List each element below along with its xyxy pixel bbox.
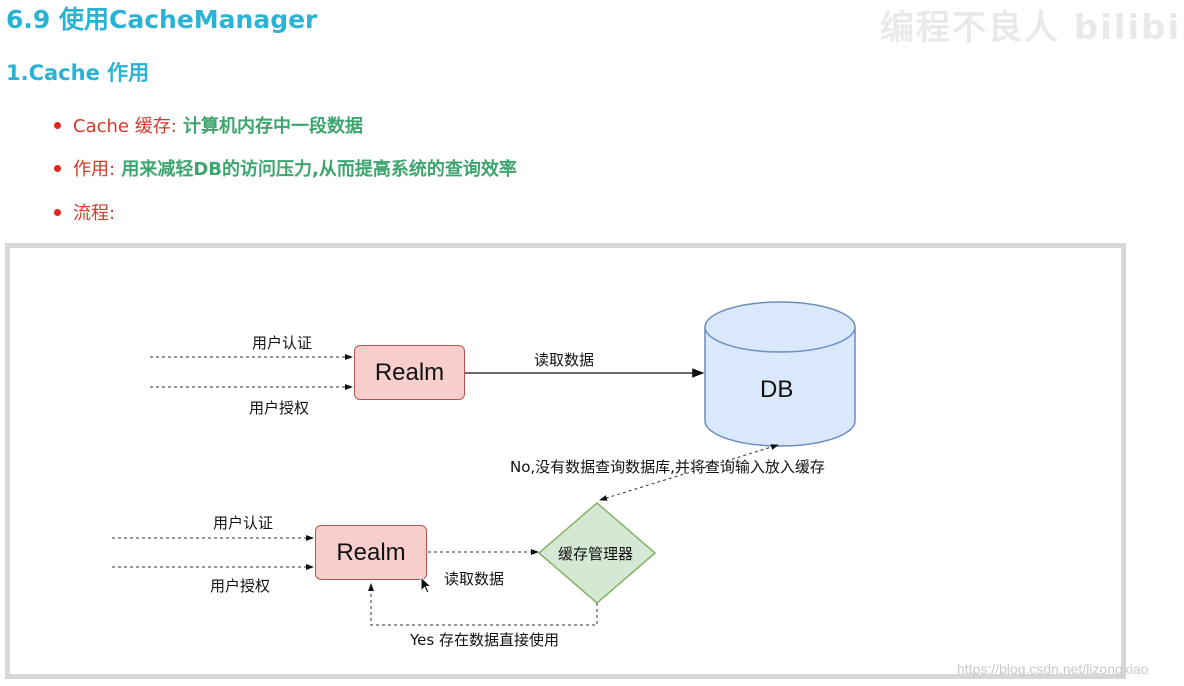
bullet-dot-icon <box>54 121 61 129</box>
bullet-label: Cache 缓存: <box>73 116 177 137</box>
bullet-cache: Cache 缓存: 计算机内存中一段数据 <box>54 112 363 138</box>
bullet-flow: 流程: <box>54 199 115 225</box>
bullet-label: 流程: <box>73 203 116 224</box>
yes-path-label: Yes 存在数据直接使用 <box>410 631 559 649</box>
realm-box-bottom: Realm <box>315 525 427 580</box>
realm-label: Realm <box>336 538 406 566</box>
bullet-purpose: 作用: 用来减轻DB的访问压力,从而提高系统的查询效率 <box>54 155 517 181</box>
top-authz-label: 用户授权 <box>249 399 310 417</box>
bottom-auth-label: 用户认证 <box>213 514 274 532</box>
realm-label: Realm <box>374 358 445 386</box>
no-path-label: No,没有数据查询数据库,并将查询输入放入缓存 <box>510 458 825 476</box>
db-label: DB <box>760 376 794 403</box>
bullet-text: 用来减轻DB的访问压力,从而提高系统的查询效率 <box>115 159 517 180</box>
cache-manager-label: 缓存管理器 <box>558 545 634 563</box>
arrow-yes-return <box>368 583 598 626</box>
realm-box-top: Realm <box>354 345 465 400</box>
top-read-label: 读取数据 <box>534 351 595 369</box>
flow-diagram <box>5 243 1126 679</box>
bullet-dot-icon <box>54 164 61 172</box>
bullet-label: 作用: <box>73 159 116 180</box>
section-title: 6.9 使用CacheManager <box>6 5 318 34</box>
arrow-cache-db <box>599 444 779 501</box>
bottom-authz-label: 用户授权 <box>210 577 271 595</box>
mouse-cursor-icon <box>420 576 432 594</box>
top-auth-label: 用户认证 <box>252 334 313 352</box>
db-cylinder <box>704 301 856 447</box>
bullet-dot-icon <box>54 208 61 216</box>
section-subtitle: 1.Cache 作用 <box>6 61 150 85</box>
watermark-url: https://blog.csdn.net/lizongxiao <box>957 661 1149 677</box>
bullet-text: 计算机内存中一段数据 <box>176 116 364 137</box>
bottom-read-label: 读取数据 <box>444 570 505 588</box>
